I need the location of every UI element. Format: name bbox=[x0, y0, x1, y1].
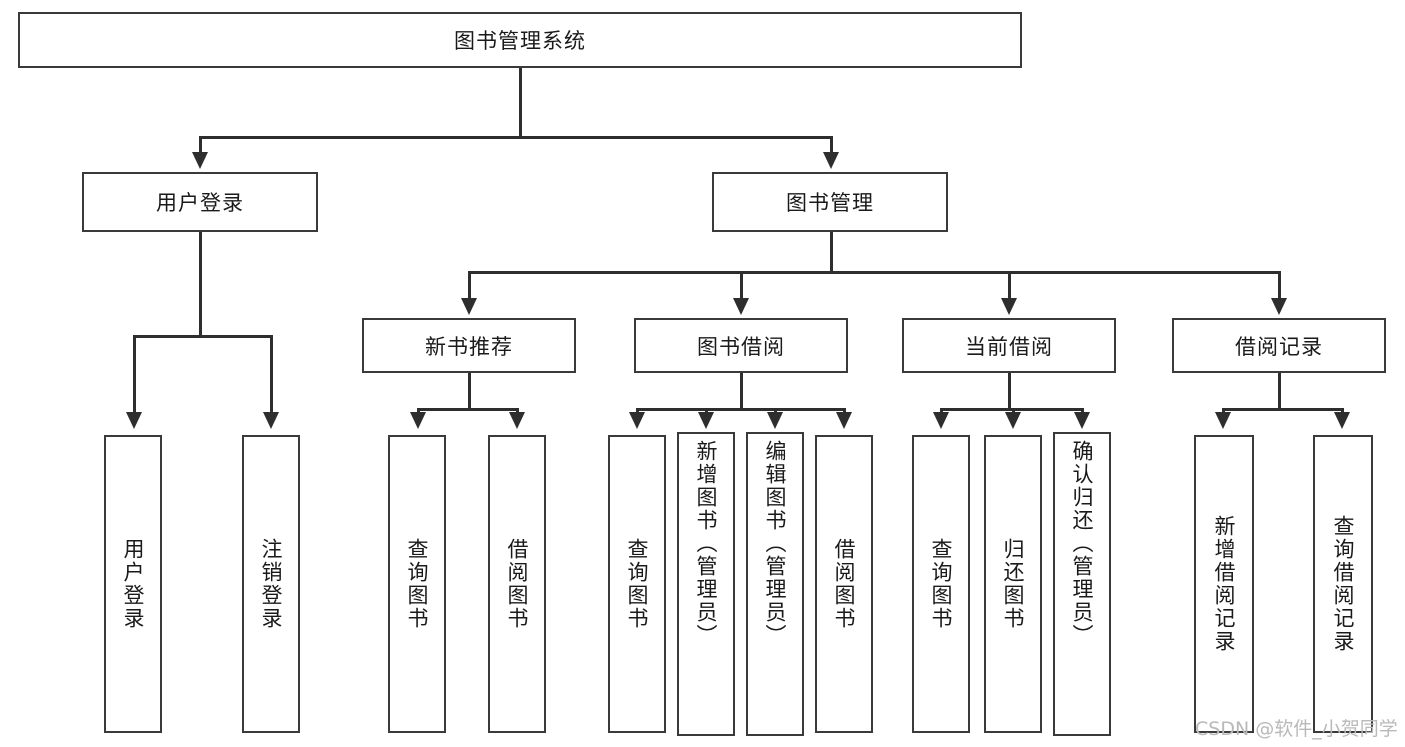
arrow-new-book-to-leaf-1 bbox=[410, 412, 426, 429]
arrow-root-to-user-login bbox=[192, 152, 208, 169]
arrow-book-borrow-to-leaf-1 bbox=[629, 412, 645, 429]
connector-bm-to-borrow-record bbox=[1278, 271, 1281, 303]
connector-root-bar bbox=[199, 136, 832, 139]
node-label: 查询图书 bbox=[929, 538, 954, 630]
arrow-current-borrow-to-leaf-2 bbox=[1005, 412, 1021, 429]
node-leaf-confirm-return[interactable]: 确认归还（管理员） bbox=[1053, 432, 1111, 736]
connector-book-borrow-stem bbox=[740, 373, 743, 408]
connector-borrow-record-stem bbox=[1278, 373, 1281, 408]
arrow-bm-to-new-book bbox=[461, 298, 477, 315]
connector-borrow-record-bar bbox=[1222, 408, 1342, 411]
csdn-watermark: CSDN @软件_小贺同学 bbox=[1195, 718, 1398, 740]
connector-bm-to-book-borrow bbox=[740, 271, 743, 303]
node-label: 确认归还（管理员） bbox=[1070, 440, 1095, 647]
arrow-bm-to-borrow-record bbox=[1271, 298, 1287, 315]
node-label: 图书借阅 bbox=[697, 334, 785, 359]
arrow-root-to-book-management bbox=[823, 152, 839, 169]
node-leaf-edit-book[interactable]: 编辑图书（管理员） bbox=[746, 432, 804, 736]
node-label: 查询图书 bbox=[625, 538, 650, 630]
node-label: 图书管理 bbox=[786, 191, 874, 215]
arrow-current-borrow-to-leaf-3 bbox=[1074, 412, 1090, 429]
arrow-user-login-to-leaf-2 bbox=[263, 412, 279, 429]
node-label: 用户登录 bbox=[121, 538, 146, 630]
connector-book-management-stem bbox=[830, 232, 833, 271]
node-leaf-query-borrow-record[interactable]: 查询借阅记录 bbox=[1313, 435, 1373, 733]
arrow-borrow-record-to-leaf-1 bbox=[1215, 412, 1231, 429]
node-label: 新增图书（管理员） bbox=[694, 440, 719, 647]
connector-user-login-to-leaf-2 bbox=[270, 335, 273, 417]
node-user-login[interactable]: 用户登录 bbox=[82, 172, 318, 232]
connector-current-borrow-bar bbox=[940, 408, 1082, 411]
node-leaf-add-borrow-record[interactable]: 新增借阅记录 bbox=[1194, 435, 1254, 733]
node-label: 用户登录 bbox=[156, 191, 244, 215]
node-leaf-borrow-book-new[interactable]: 借阅图书 bbox=[488, 435, 546, 733]
arrow-bm-to-book-borrow bbox=[733, 298, 749, 315]
connector-book-borrow-bar bbox=[636, 408, 844, 411]
node-book-borrow[interactable]: 图书借阅 bbox=[634, 318, 848, 373]
node-borrow-record[interactable]: 借阅记录 bbox=[1172, 318, 1386, 373]
node-leaf-query-book-borrow[interactable]: 查询图书 bbox=[608, 435, 666, 733]
connector-user-login-stem bbox=[199, 232, 202, 335]
connector-new-book-bar bbox=[417, 408, 518, 411]
node-label: 新增借阅记录 bbox=[1212, 515, 1237, 653]
connector-user-login-bar bbox=[133, 335, 272, 338]
node-leaf-query-book-current[interactable]: 查询图书 bbox=[912, 435, 970, 733]
connector-user-login-to-leaf-1 bbox=[133, 335, 136, 417]
node-label: 当前借阅 bbox=[965, 334, 1053, 359]
arrow-book-borrow-to-leaf-2 bbox=[698, 412, 714, 429]
node-book-management[interactable]: 图书管理 bbox=[712, 172, 948, 232]
node-label: 查询图书 bbox=[405, 538, 430, 630]
connector-bm-to-current-borrow bbox=[1008, 271, 1011, 303]
node-label: 图书管理系统 bbox=[454, 29, 586, 53]
node-leaf-borrow-book[interactable]: 借阅图书 bbox=[815, 435, 873, 733]
connector-root-to-book-management bbox=[830, 136, 833, 156]
arrow-bm-to-current-borrow bbox=[1001, 298, 1017, 315]
node-label: 归还图书 bbox=[1001, 538, 1026, 630]
arrow-user-login-to-leaf-1 bbox=[126, 412, 142, 429]
node-label: 查询借阅记录 bbox=[1331, 515, 1356, 653]
node-leaf-user-login[interactable]: 用户登录 bbox=[104, 435, 162, 733]
node-leaf-add-book[interactable]: 新增图书（管理员） bbox=[677, 432, 735, 736]
arrow-book-borrow-to-leaf-3 bbox=[767, 412, 783, 429]
node-label: 借阅图书 bbox=[505, 538, 530, 630]
node-label: 借阅图书 bbox=[832, 538, 857, 630]
arrow-book-borrow-to-leaf-4 bbox=[836, 412, 852, 429]
node-root-book-management-system[interactable]: 图书管理系统 bbox=[18, 12, 1022, 68]
arrow-new-book-to-leaf-2 bbox=[509, 412, 525, 429]
arrow-current-borrow-to-leaf-1 bbox=[933, 412, 949, 429]
node-label: 编辑图书（管理员） bbox=[763, 440, 788, 647]
node-label: 新书推荐 bbox=[425, 334, 513, 359]
node-new-book-recommend[interactable]: 新书推荐 bbox=[362, 318, 576, 373]
node-current-borrow[interactable]: 当前借阅 bbox=[902, 318, 1116, 373]
connector-book-management-bar bbox=[468, 271, 1280, 274]
connector-root-stem bbox=[519, 68, 522, 136]
node-leaf-return-book[interactable]: 归还图书 bbox=[984, 435, 1042, 733]
node-label: 借阅记录 bbox=[1235, 334, 1323, 359]
connector-root-to-user-login bbox=[199, 136, 202, 156]
node-leaf-logout[interactable]: 注销登录 bbox=[242, 435, 300, 733]
arrow-borrow-record-to-leaf-2 bbox=[1334, 412, 1350, 429]
connector-bm-to-new-book bbox=[468, 271, 471, 303]
connector-current-borrow-stem bbox=[1008, 373, 1011, 408]
connector-new-book-stem bbox=[468, 373, 471, 408]
node-leaf-query-book-new[interactable]: 查询图书 bbox=[388, 435, 446, 733]
node-label: 注销登录 bbox=[259, 538, 284, 630]
